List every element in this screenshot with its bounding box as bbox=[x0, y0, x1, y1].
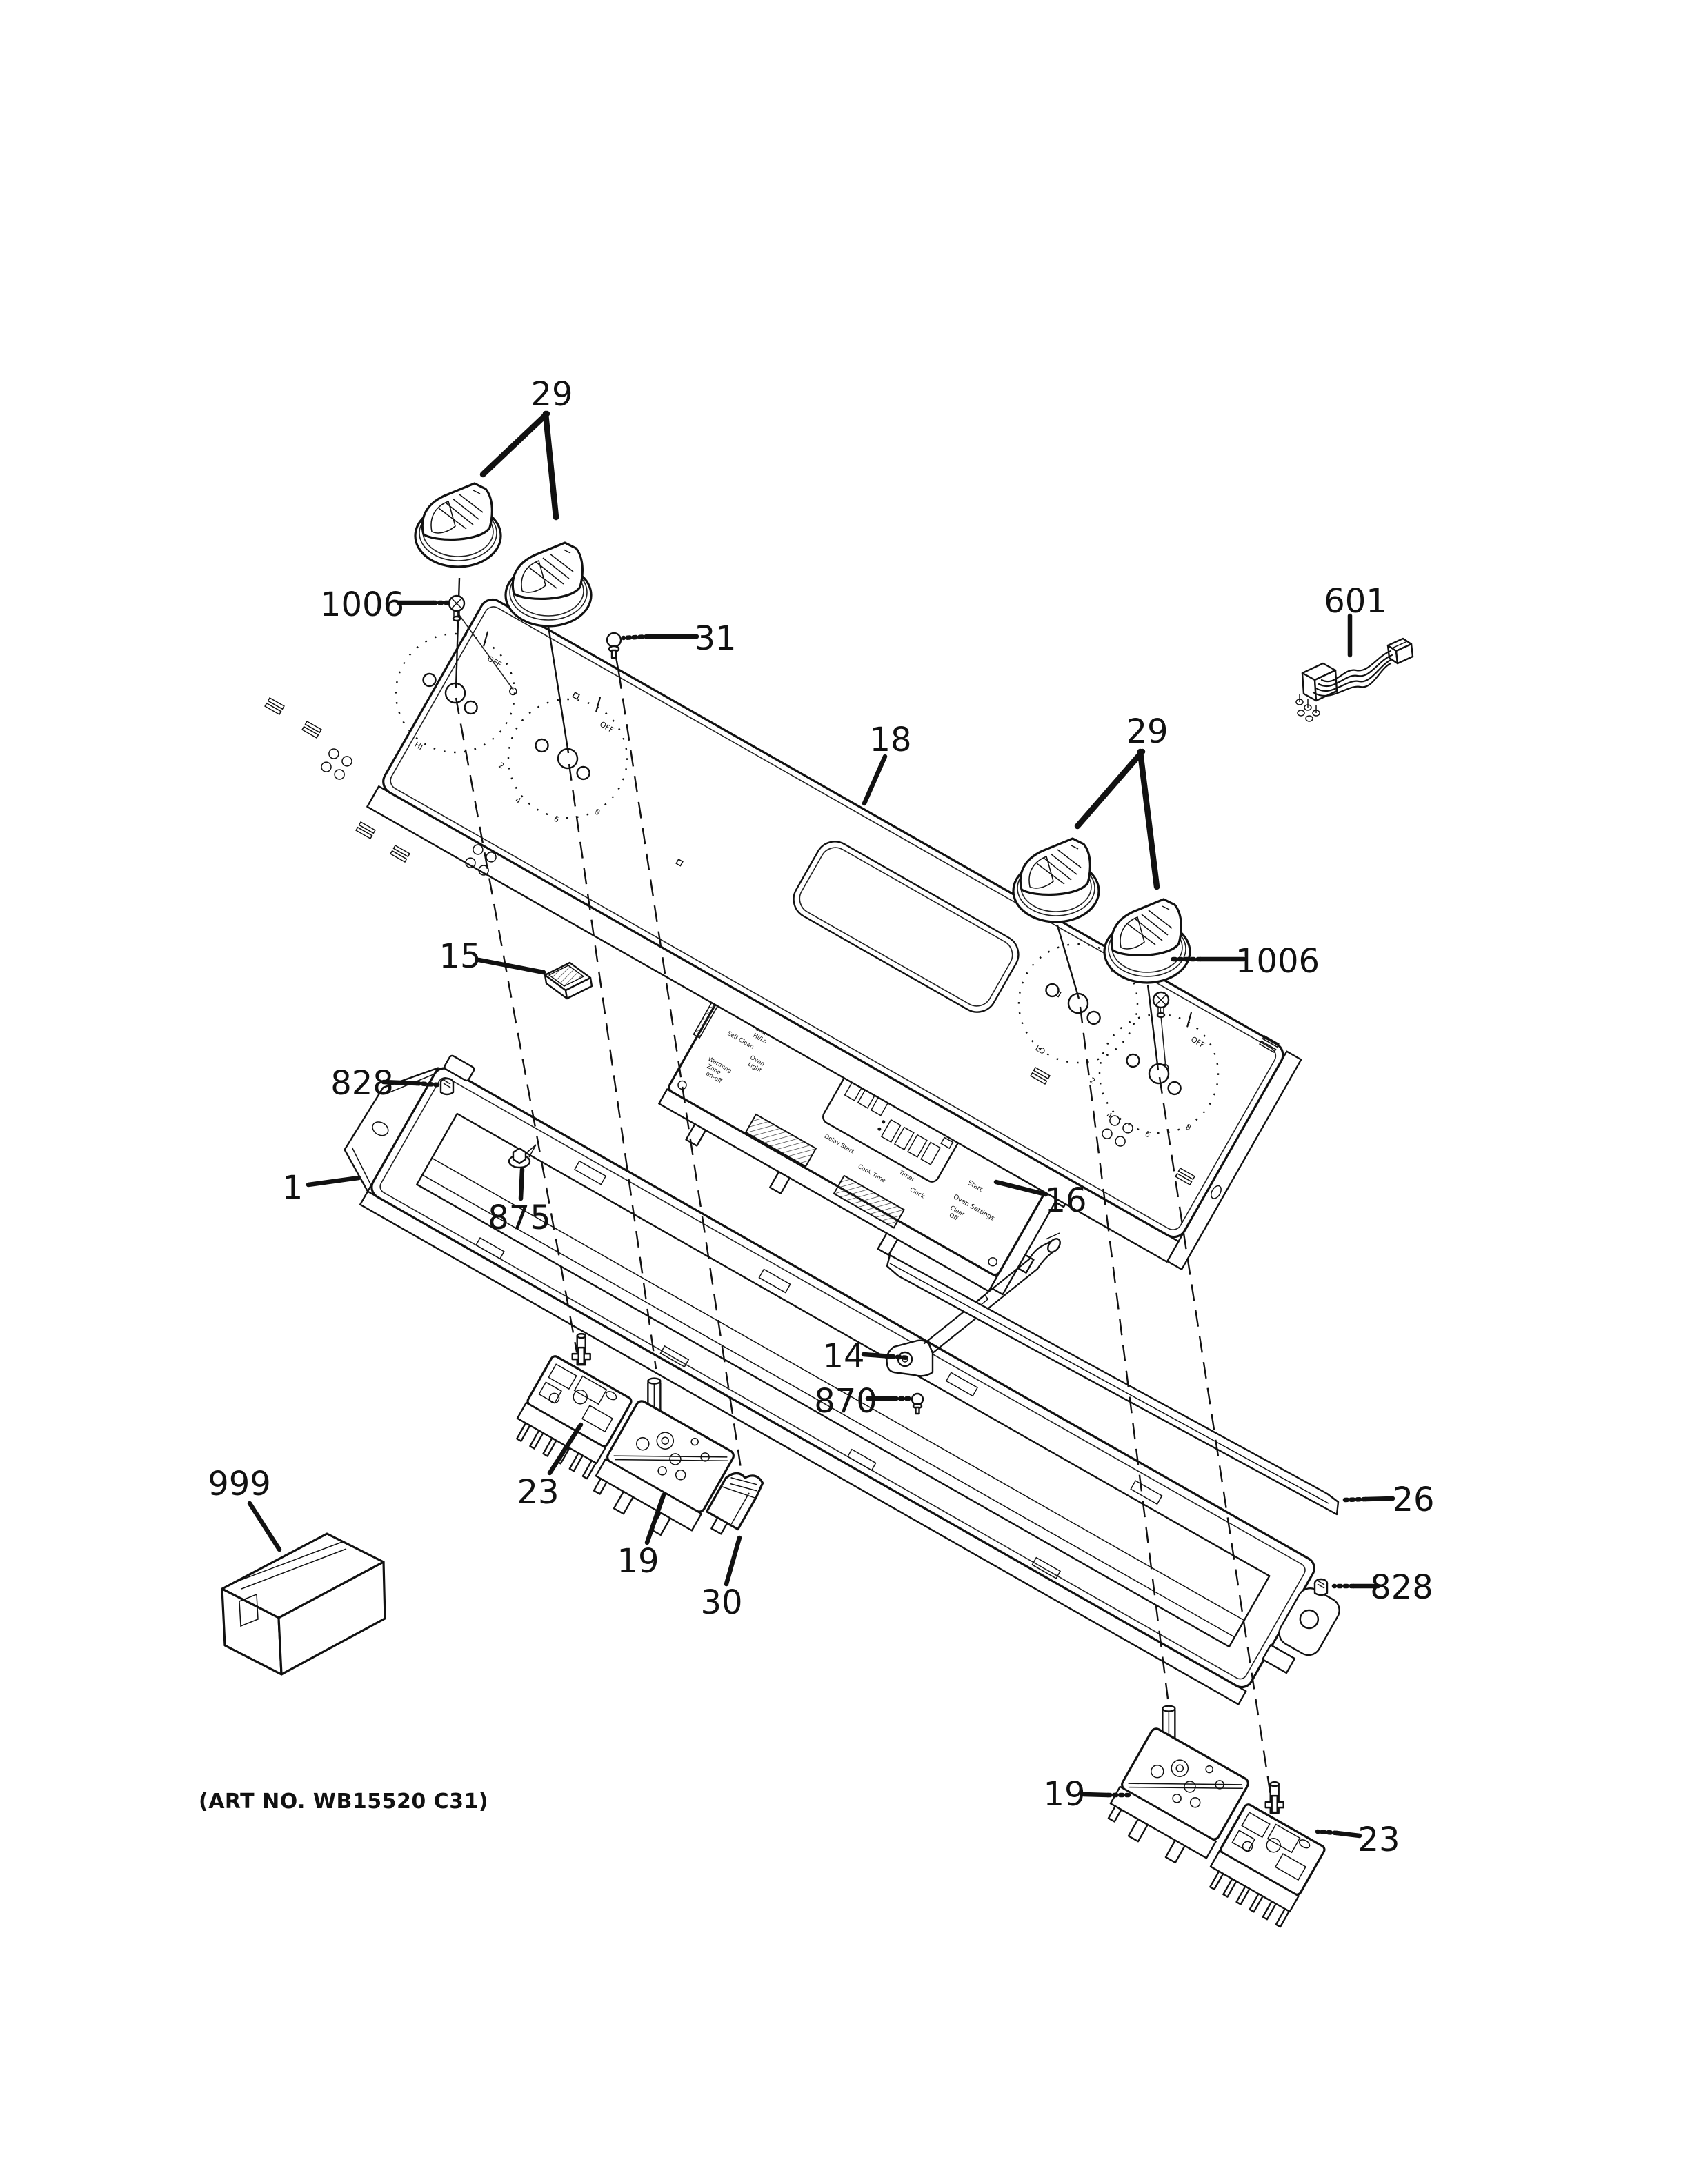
assembly-axis-lines bbox=[455, 577, 1273, 1801]
panel-lo-mark: LO bbox=[1034, 1043, 1047, 1056]
part-label-601: 601 bbox=[1324, 582, 1387, 621]
part-label-14: 14 bbox=[822, 1337, 864, 1376]
panel-screw-left bbox=[448, 594, 466, 622]
art-number: (ART NO. WB15520 C31) bbox=[199, 1790, 488, 1814]
part-label-30: 30 bbox=[700, 1583, 742, 1622]
callout-labels: 29 1006 31 601 18 29 1006 15 828 1 875 1… bbox=[208, 375, 1434, 1859]
part-label-870: 870 bbox=[814, 1382, 877, 1421]
leader-lines bbox=[247, 410, 1395, 1839]
panel-icon-1 bbox=[264, 697, 285, 715]
membrane-switch bbox=[544, 961, 593, 1000]
standoff-screw bbox=[606, 632, 622, 659]
burner-icon-1 bbox=[319, 746, 355, 782]
panel-icon-4 bbox=[390, 845, 410, 863]
part-label-828-right: 828 bbox=[1370, 1568, 1433, 1607]
part-label-19-right: 19 bbox=[1043, 1775, 1085, 1814]
panel-hi-mark: HI bbox=[413, 740, 424, 752]
support-bracket bbox=[886, 1232, 1061, 1377]
part-label-1006-left: 1006 bbox=[320, 585, 404, 624]
panel-support-frame bbox=[344, 1054, 1340, 1705]
trim-strip bbox=[886, 1254, 1340, 1516]
control-panel: HI LO bbox=[264, 598, 1302, 1270]
part-label-828-left: 828 bbox=[330, 1064, 394, 1103]
control-knob-right-2 bbox=[1103, 898, 1191, 984]
part-label-18: 18 bbox=[869, 721, 911, 759]
display-window bbox=[793, 841, 1020, 1013]
part-label-26: 26 bbox=[1392, 1481, 1434, 1519]
plug-button-left bbox=[439, 1077, 455, 1096]
control-knob-left-1 bbox=[414, 482, 502, 568]
part-label-1006-right: 1006 bbox=[1235, 942, 1320, 981]
panel-icon-3 bbox=[355, 821, 376, 839]
part-label-999: 999 bbox=[208, 1465, 271, 1503]
part-label-1: 1 bbox=[282, 1169, 304, 1208]
control-knob-right-1 bbox=[1012, 837, 1100, 923]
control-knob-left-2 bbox=[504, 541, 593, 628]
part-label-29-right: 29 bbox=[1126, 712, 1168, 751]
part-label-31: 31 bbox=[694, 619, 736, 658]
hex-head-screw bbox=[508, 1144, 537, 1169]
parts-carton bbox=[221, 1532, 386, 1676]
bracket-screw bbox=[911, 1392, 924, 1415]
part-label-29-left: 29 bbox=[530, 375, 573, 414]
harness-wires bbox=[1312, 650, 1393, 697]
part-label-875: 875 bbox=[488, 1199, 551, 1237]
part-label-16: 16 bbox=[1044, 1181, 1086, 1220]
wire-harness bbox=[1295, 637, 1414, 722]
part-label-23-left: 23 bbox=[517, 1473, 559, 1512]
panel-icon-2 bbox=[301, 721, 322, 739]
part-label-19-left: 19 bbox=[617, 1542, 659, 1581]
plug-button-right bbox=[1313, 1578, 1329, 1596]
harness-pins bbox=[1295, 694, 1320, 722]
oven-control-board: Cooking Options Bake Broil Hi/Lo Self Cl… bbox=[658, 959, 1082, 1296]
part-label-15: 15 bbox=[439, 937, 481, 976]
part-label-23-right: 23 bbox=[1358, 1821, 1400, 1859]
